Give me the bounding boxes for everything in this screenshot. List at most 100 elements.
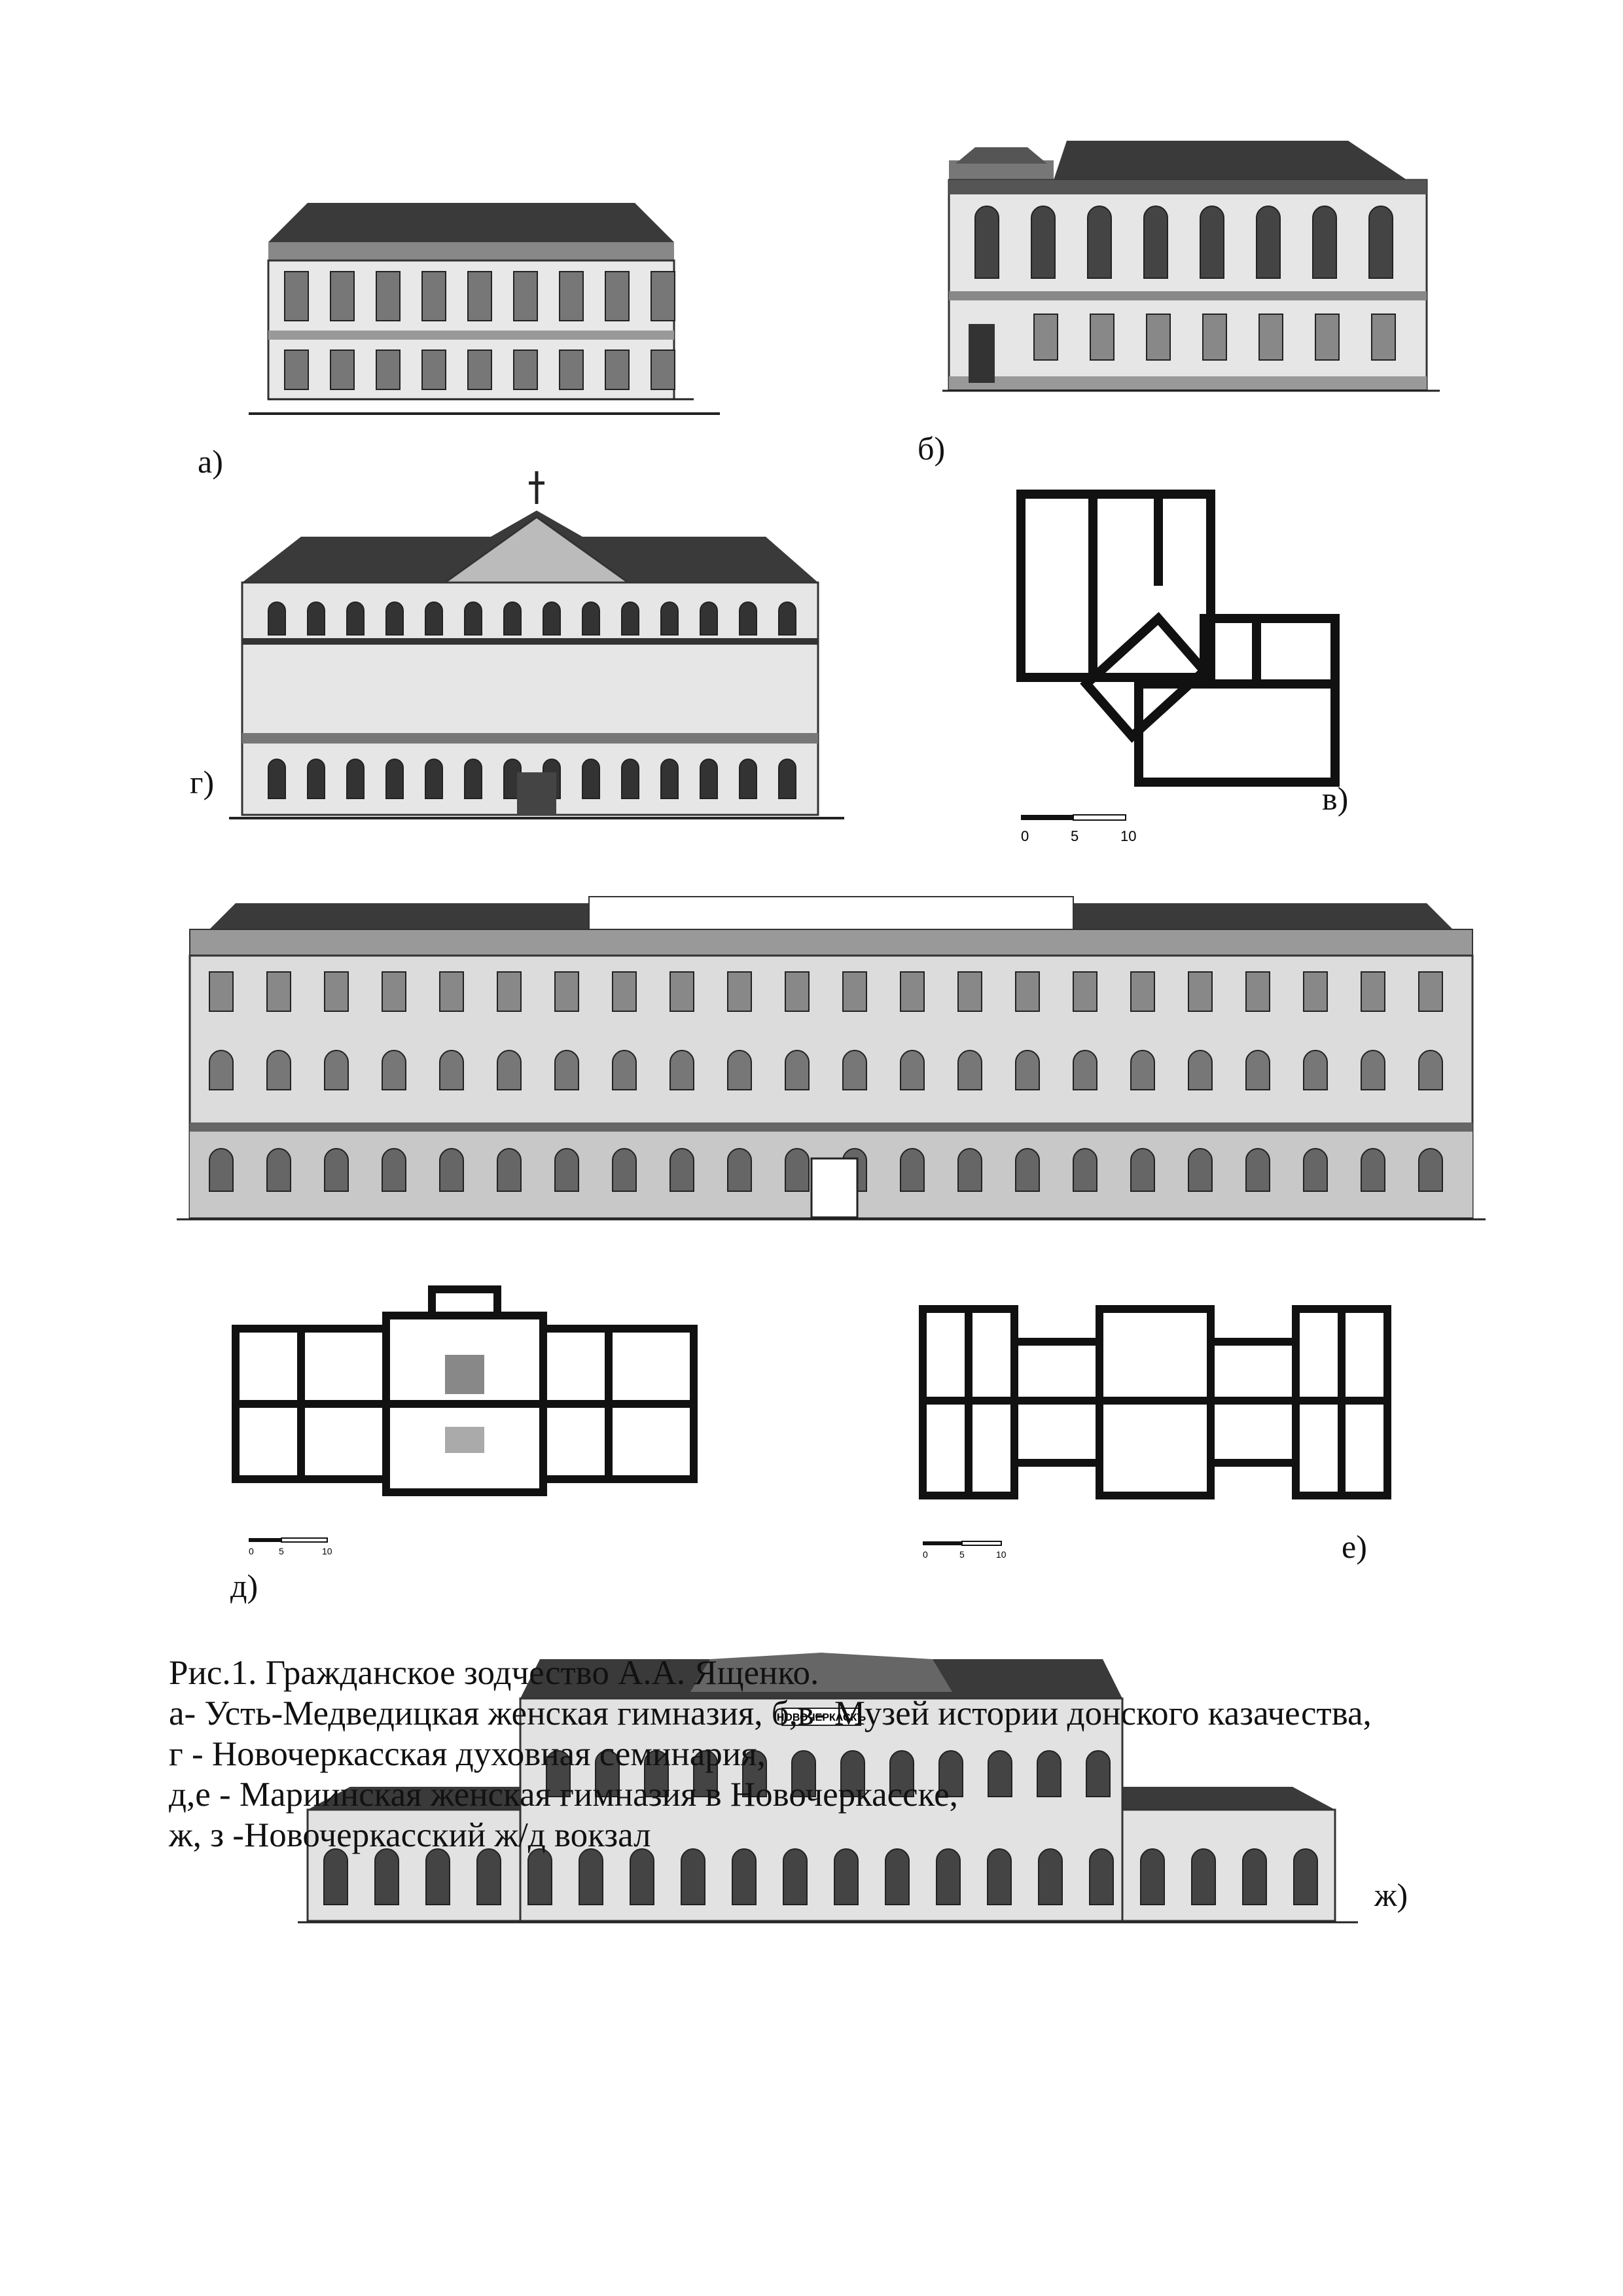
window bbox=[778, 759, 796, 799]
window bbox=[330, 350, 355, 390]
window bbox=[1361, 1148, 1385, 1192]
window bbox=[209, 1050, 234, 1090]
window bbox=[1245, 971, 1270, 1012]
window bbox=[1140, 1848, 1165, 1905]
window bbox=[1073, 1148, 1097, 1192]
window bbox=[660, 759, 679, 799]
label-v: в) bbox=[1322, 780, 1349, 817]
scale-d-10: 10 bbox=[322, 1546, 332, 1556]
window bbox=[1188, 971, 1213, 1012]
window bbox=[376, 350, 401, 390]
window bbox=[1146, 314, 1171, 361]
window bbox=[546, 1750, 571, 1797]
window bbox=[1303, 1148, 1328, 1192]
window bbox=[778, 601, 796, 636]
window bbox=[630, 1848, 654, 1905]
label-b: б) bbox=[918, 430, 946, 467]
window bbox=[785, 1148, 810, 1192]
window bbox=[1087, 206, 1112, 279]
window bbox=[1089, 1848, 1114, 1905]
caption-title: Рис.1. Гражданское зодчество А.А. Ященко… bbox=[169, 1654, 819, 1692]
label-zh: ж) bbox=[1374, 1876, 1408, 1913]
window bbox=[209, 971, 234, 1012]
window bbox=[268, 601, 286, 636]
window bbox=[324, 971, 349, 1012]
window bbox=[1033, 314, 1058, 361]
elevation-a bbox=[249, 196, 720, 432]
window bbox=[1361, 971, 1385, 1012]
scale-e-5: 5 bbox=[959, 1549, 965, 1560]
window bbox=[554, 1050, 579, 1090]
window bbox=[739, 601, 757, 636]
window bbox=[1315, 314, 1340, 361]
window bbox=[467, 350, 492, 390]
window bbox=[554, 971, 579, 1012]
window bbox=[497, 1148, 522, 1192]
elevation-g bbox=[229, 471, 857, 831]
window bbox=[1200, 206, 1224, 279]
window bbox=[644, 1750, 669, 1797]
window bbox=[727, 971, 752, 1012]
window bbox=[346, 601, 365, 636]
window bbox=[842, 971, 867, 1012]
window bbox=[307, 601, 325, 636]
window bbox=[885, 1848, 910, 1905]
window bbox=[268, 759, 286, 799]
window bbox=[791, 1750, 816, 1797]
window bbox=[1418, 971, 1443, 1012]
window bbox=[554, 1148, 579, 1192]
window bbox=[421, 271, 446, 321]
window bbox=[1293, 1848, 1318, 1905]
window bbox=[669, 1148, 694, 1192]
window bbox=[324, 1050, 349, 1090]
scale-e-0: 0 bbox=[923, 1549, 928, 1560]
window bbox=[503, 601, 522, 636]
window bbox=[266, 1148, 291, 1192]
window bbox=[957, 1050, 982, 1090]
window bbox=[974, 206, 999, 279]
window bbox=[382, 971, 406, 1012]
window bbox=[1015, 971, 1040, 1012]
window bbox=[1202, 314, 1227, 361]
station-sign: НОВОЧЕРКАСКЪ bbox=[777, 1712, 866, 1723]
window bbox=[1418, 1050, 1443, 1090]
window bbox=[732, 1848, 757, 1905]
scale-v-0: 0 bbox=[1021, 828, 1029, 844]
caption-line-d-e: д,е - Мариинская женская гимназия в Ново… bbox=[169, 1776, 958, 1814]
window bbox=[605, 271, 630, 321]
window bbox=[376, 271, 401, 321]
window bbox=[988, 1750, 1012, 1797]
window bbox=[1368, 206, 1393, 279]
window bbox=[669, 971, 694, 1012]
window bbox=[785, 971, 810, 1012]
window bbox=[323, 1848, 348, 1905]
window bbox=[464, 601, 482, 636]
window bbox=[900, 1050, 925, 1090]
window bbox=[739, 759, 757, 799]
window bbox=[595, 1750, 620, 1797]
caption-line-a-b-v: а- Усть-Медведицкая женская гимназия, б,… bbox=[169, 1695, 1372, 1732]
scale-v-10: 10 bbox=[1120, 828, 1136, 844]
window bbox=[1130, 971, 1155, 1012]
window bbox=[425, 1848, 450, 1905]
window bbox=[612, 971, 637, 1012]
window bbox=[1312, 206, 1337, 279]
window bbox=[936, 1848, 961, 1905]
plan-v: 0 5 10 bbox=[1008, 488, 1348, 854]
caption-line-g: г - Новочеркасская духовная семинария, bbox=[169, 1735, 766, 1773]
window bbox=[612, 1050, 637, 1090]
window bbox=[957, 971, 982, 1012]
window bbox=[842, 1050, 867, 1090]
plan-e: 0 5 10 bbox=[916, 1302, 1400, 1564]
label-g: г) bbox=[190, 764, 215, 800]
window bbox=[1073, 1050, 1097, 1090]
window bbox=[1245, 1050, 1270, 1090]
window bbox=[513, 271, 538, 321]
window bbox=[1090, 314, 1115, 361]
window bbox=[527, 1848, 552, 1905]
window bbox=[266, 1050, 291, 1090]
window bbox=[693, 1750, 718, 1797]
window bbox=[669, 1050, 694, 1090]
window bbox=[464, 759, 482, 799]
window bbox=[1361, 1050, 1385, 1090]
